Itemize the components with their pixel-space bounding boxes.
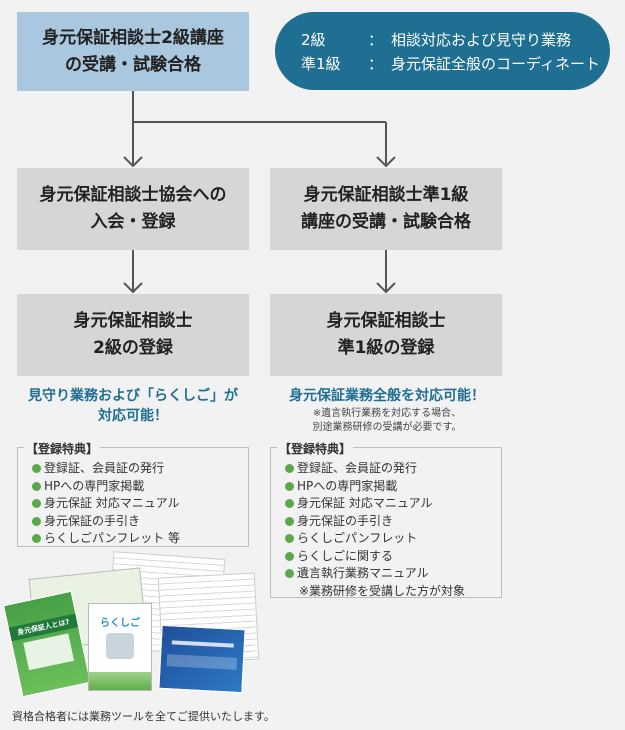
list-item: HPへの専門家掲載 — [32, 478, 180, 496]
benefit-label: 遺言執行業務マニュアル — [297, 566, 429, 580]
list-item: らくしごに関する — [285, 548, 465, 566]
list-item: 身元保証 対応マニュアル — [285, 495, 465, 513]
left-capability-text: 見守り業務および「らくしご」が 対応可能！ — [8, 386, 258, 426]
grade-row-jun1kyu: 準1級 ： 身元保証全般のコーディネート — [301, 52, 610, 76]
right-capability-note: ※遺言執行業務を対応する場合、 別途業務研修の受講が必要です。 — [262, 407, 512, 435]
bullet-dot-icon — [32, 481, 41, 491]
bullet-dot-icon — [285, 481, 294, 491]
benefits-list: 登録証、会員証の発行 HPへの専門家掲載 身元保証 対応マニュアル 身元保証の手… — [32, 460, 180, 548]
grade-value: 身元保証全般のコーディネート — [391, 55, 600, 73]
benefits-list: 登録証、会員証の発行 HPへの専門家掲載 身元保証 対応マニュアル 身元保証の手… — [285, 460, 465, 600]
capability-line2: 対応可能！ — [98, 408, 168, 424]
benefit-sub-note: ※業務研修を受講した方が対象 — [299, 583, 466, 598]
bullet-dot-icon — [32, 464, 41, 474]
manual-folder-blue — [158, 624, 246, 694]
benefit-label: 身元保証の手引き — [44, 513, 141, 528]
grade-value: 相談対応および見守り業務 — [391, 31, 572, 49]
benefit-label: 登録証、会員証の発行 — [44, 461, 165, 475]
step-box-line2: 入会・登録 — [90, 212, 176, 232]
grade-sep: ： — [368, 55, 384, 73]
step-box-line1: 身元保証相談士 — [326, 311, 446, 331]
bullet-dot-icon — [32, 516, 41, 526]
pamphlet-title: らくしご — [100, 618, 140, 629]
step-box-line1: 身元保証相談士 — [73, 311, 193, 331]
list-item: らくしごパンフレット 等 — [32, 530, 180, 548]
step-box-line1: 身元保証相談士協会への — [39, 185, 227, 205]
bullet-dot-icon — [32, 499, 41, 509]
benefit-label: らくしごパンフレット — [297, 531, 418, 545]
bullet-dot-icon — [285, 569, 294, 579]
capability-line1: 見守り業務および「らくしご」が — [28, 388, 238, 404]
grade-key: 2級 — [301, 31, 326, 49]
bullet-dot-icon — [285, 551, 294, 561]
benefit-label: 身元保証 対応マニュアル — [44, 496, 180, 510]
list-item: 身元保証 対応マニュアル — [32, 495, 180, 513]
bullet-dot-icon — [32, 534, 41, 544]
bullet-dot-icon — [285, 499, 294, 509]
bullet-dot-icon — [285, 516, 294, 526]
benefit-label: らくしごパンフレット 等 — [44, 531, 181, 545]
footer-note: 資格合格者には業務ツールを全てご提供いたします。 — [12, 710, 275, 723]
materials-image: 身元保証人とは? らくしご — [2, 551, 260, 698]
bullet-dot-icon — [285, 534, 294, 544]
list-item: らくしごパンフレット — [285, 530, 465, 548]
list-item: ※業務研修を受講した方が対象 — [285, 583, 465, 601]
list-item: 身元保証の手引き — [285, 513, 465, 531]
capability-line1: 身元保証業務全般を対応可能！ — [289, 388, 485, 404]
step-box-line1: 身元保証相談士2級講座 — [42, 27, 224, 48]
benefit-label: 身元保証 対応マニュアル — [297, 496, 433, 510]
benefit-label: HPへの専門家掲載 — [297, 478, 398, 493]
step-box-jun1kyu-course: 身元保証相談士準1級 講座の受講・試験合格 — [270, 168, 502, 250]
right-benefits-box: 【登録特典】 登録証、会員証の発行 HPへの専門家掲載 身元保証 対応マニュアル… — [270, 440, 502, 600]
grade-row-2kyu: 2級 ： 相談対応および見守り業務 — [301, 28, 610, 52]
step-box-line2: 講座の受講・試験合格 — [301, 212, 471, 232]
left-benefits-box: 【登録特典】 登録証、会員証の発行 HPへの専門家掲載 身元保証 対応マニュアル… — [17, 440, 249, 548]
benefits-title: 【登録特典】 — [24, 440, 101, 457]
benefit-label: 登録証、会員証の発行 — [297, 461, 418, 475]
right-capability-text: 身元保証業務全般を対応可能！ — [262, 386, 512, 406]
benefits-title: 【登録特典】 — [277, 440, 354, 457]
benefit-label: HPへの専門家掲載 — [44, 478, 145, 493]
benefit-label: らくしごに関する — [297, 548, 394, 563]
grade-key: 準1級 — [301, 55, 341, 73]
bullet-dot-icon — [285, 464, 294, 474]
grade-info-pill: 2級 ： 相談対応および見守り業務 準1級 ： 身元保証全般のコーディネート — [275, 12, 610, 90]
list-item: 身元保証の手引き — [32, 513, 180, 531]
step-box-line2: 2級の登録 — [93, 338, 173, 358]
step-box-2kyu-registration: 身元保証相談士 2級の登録 — [17, 294, 249, 376]
pamphlet-rakushigo: らくしご — [88, 603, 152, 691]
step-box-line2: の受講・試験合格 — [65, 54, 201, 75]
list-item: 遺言執行業務マニュアル — [285, 565, 465, 583]
note-line2: 別途業務研修の受講が必要です。 — [312, 422, 462, 433]
step-box-jun1kyu-registration: 身元保証相談士 準1級の登録 — [270, 294, 502, 376]
step-box-2kyu-course: 身元保証相談士2級講座 の受講・試験合格 — [17, 12, 249, 91]
list-item: 登録証、会員証の発行 — [32, 460, 180, 478]
benefit-label: 身元保証の手引き — [297, 513, 394, 528]
step-box-line2: 準1級の登録 — [337, 338, 435, 358]
list-item: HPへの専門家掲載 — [285, 478, 465, 496]
list-item: 登録証、会員証の発行 — [285, 460, 465, 478]
step-box-association-join: 身元保証相談士協会への 入会・登録 — [17, 168, 249, 250]
note-line1: ※遺言執行業務を対応する場合、 — [312, 408, 462, 419]
grade-sep: ： — [368, 31, 384, 49]
step-box-line1: 身元保証相談士準1級 — [303, 185, 469, 205]
